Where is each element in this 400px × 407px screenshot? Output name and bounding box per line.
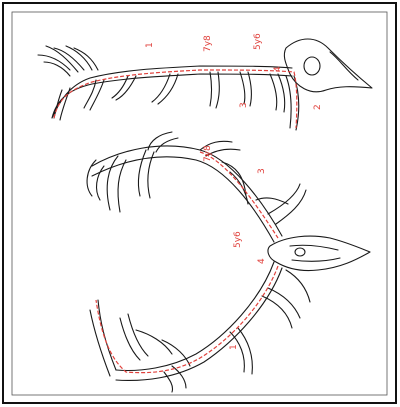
bottom-upper-tine-2 (107, 156, 126, 212)
top-tine-lower-5 (210, 72, 219, 108)
bottom-lower-tine-2 (120, 314, 148, 360)
bottom-label-5y6: 5y6 (233, 231, 243, 248)
bottom-label-4: 4 (257, 258, 267, 264)
bottom-label-1: 1 (229, 344, 239, 350)
top-beam-outline (52, 66, 292, 118)
bottom-upper-measure-line (200, 152, 278, 238)
bottom-lower-tine-7 (262, 288, 300, 328)
bottom-upper-tine-1 (87, 160, 104, 200)
bottom-upper-beam (92, 146, 282, 242)
bottom-lower-tine-8 (286, 270, 310, 302)
top-tine-lower-7 (270, 74, 285, 112)
bottom-antler-figure (87, 132, 370, 392)
top-label-1: 1 (145, 42, 155, 48)
bottom-lower-tine-1 (90, 300, 116, 376)
top-skull-nose (330, 52, 358, 80)
bottom-upper-tine-3 (138, 150, 154, 198)
top-tine-lower-4 (152, 74, 178, 104)
top-tine-lower-2 (84, 80, 104, 110)
top-label-3: 3 (239, 102, 249, 108)
bottom-skull (268, 236, 370, 270)
top-tine-upper-3 (66, 46, 98, 70)
bottom-label-7y8: 7y8 (203, 145, 213, 162)
top-tine-lower-6 (240, 72, 251, 106)
bottom-label-3: 3 (257, 168, 267, 174)
top-label-7y8: 7y8 (203, 35, 213, 52)
bottom-lower-beam (116, 262, 282, 380)
top-label-2: 2 (313, 104, 323, 110)
bottom-upper-tine-6 (222, 162, 248, 204)
bottom-upper-tine-4 (148, 132, 178, 152)
top-label-4: 4 (273, 66, 283, 72)
top-skull-eye (304, 57, 320, 75)
bottom-skull-detail (290, 245, 340, 261)
bottom-skull-eye (295, 248, 305, 256)
bottom-lower-tine-6 (230, 328, 252, 374)
top-skull (284, 39, 372, 92)
top-measure-line (54, 70, 297, 128)
top-label-5y6: 5y6 (253, 33, 263, 50)
